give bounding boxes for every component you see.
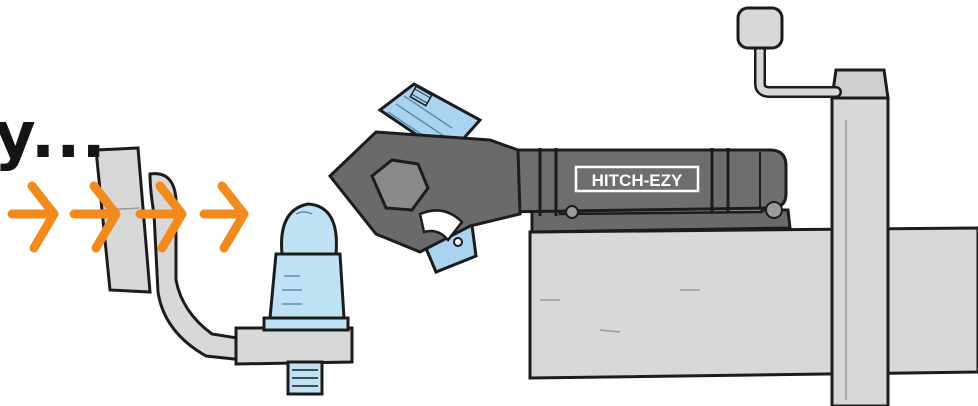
tow-ball-icon (264, 204, 348, 394)
arrow-right-icon (12, 186, 54, 248)
brand-label: HITCH-EZY (576, 167, 698, 191)
coupler-jaw-icon (330, 84, 520, 272)
headline-text: y... (0, 104, 107, 168)
jockey-wheel-handle-icon (738, 8, 836, 92)
jockey-wheel-post (832, 70, 888, 406)
trailer-drawbar (530, 228, 978, 378)
arrow-right-icon (204, 186, 244, 248)
brand-label-text: HITCH-EZY (592, 171, 683, 190)
